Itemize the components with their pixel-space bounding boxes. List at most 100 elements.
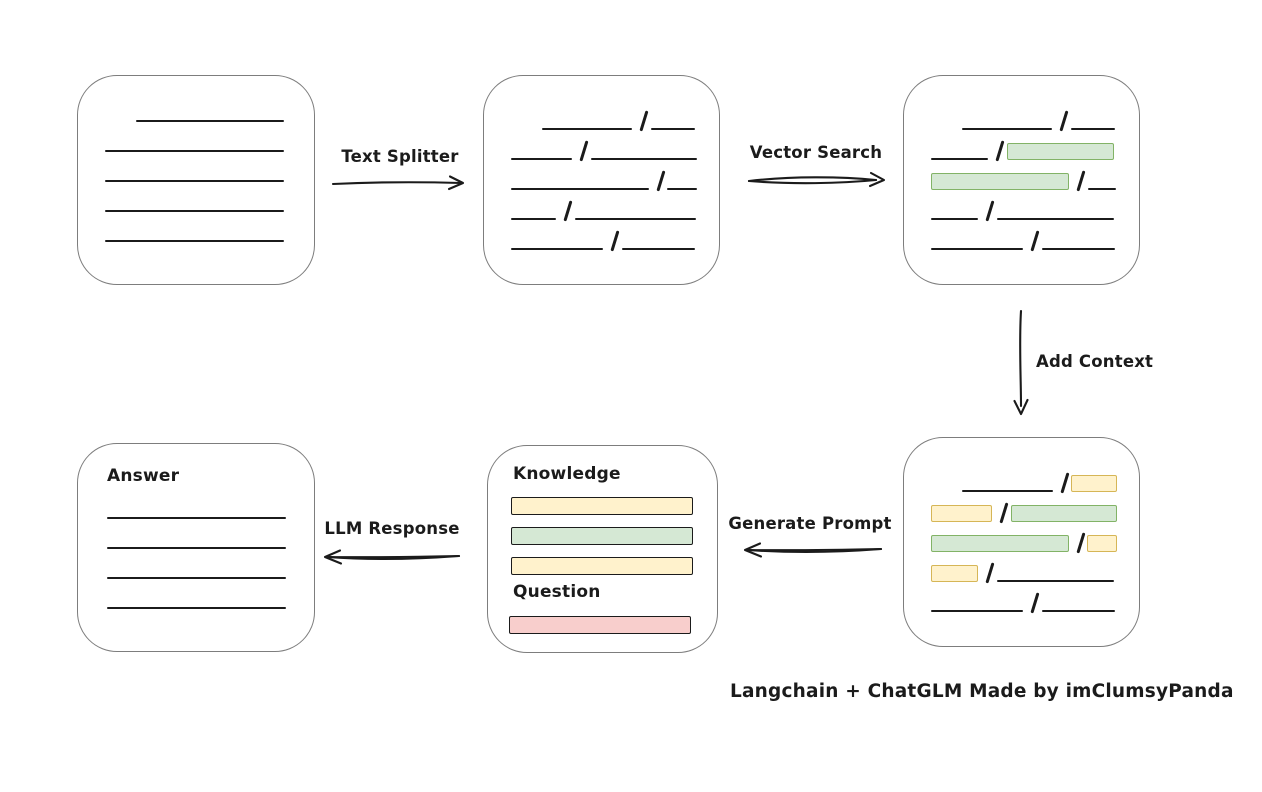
text-line bbox=[1041, 248, 1115, 250]
vector-search-arrow bbox=[747, 171, 886, 188]
text-splitter-arrow bbox=[331, 175, 465, 191]
knowledge-heading: Knowledge bbox=[513, 464, 621, 484]
prompt-box: Knowledge Question bbox=[487, 445, 718, 653]
question-heading: Question bbox=[513, 582, 601, 602]
text-line bbox=[1070, 128, 1115, 130]
yellow-knowledge-bar bbox=[511, 557, 693, 575]
generate-prompt-label: Generate Prompt bbox=[728, 514, 892, 533]
chunk-row bbox=[511, 100, 697, 132]
text-line bbox=[107, 577, 286, 579]
chunk-row bbox=[931, 190, 1117, 222]
green-highlight-bar bbox=[1010, 505, 1117, 522]
chunk-row bbox=[931, 462, 1117, 494]
chunk-row bbox=[105, 152, 292, 182]
text-line bbox=[996, 218, 1114, 220]
question-highlight-bar bbox=[509, 616, 691, 634]
text-line bbox=[105, 180, 284, 182]
chunk-row bbox=[107, 579, 292, 609]
text-line bbox=[996, 580, 1114, 582]
chunk-lines bbox=[511, 100, 697, 252]
text-line bbox=[574, 218, 696, 220]
text-line bbox=[931, 610, 1023, 612]
slash-separator bbox=[563, 200, 573, 222]
slash-separator bbox=[656, 170, 665, 192]
slash-separator bbox=[1059, 110, 1069, 132]
text-line bbox=[511, 158, 572, 160]
chunk-row bbox=[931, 552, 1117, 584]
slash-separator bbox=[985, 200, 995, 222]
llm-response-label: LLM Response bbox=[324, 519, 460, 538]
chunk-row bbox=[105, 122, 292, 152]
yellow-highlight-bar bbox=[1087, 535, 1117, 552]
text-line bbox=[107, 607, 286, 609]
text-line bbox=[105, 210, 284, 212]
text-line bbox=[650, 128, 695, 130]
context-chunks-box bbox=[903, 437, 1140, 647]
green-knowledge-bar bbox=[511, 527, 693, 545]
vector-search-results-box bbox=[903, 75, 1140, 285]
add-context-arrow bbox=[1013, 309, 1029, 416]
slash-separator bbox=[610, 230, 620, 252]
chunk-row bbox=[511, 160, 697, 192]
text-line bbox=[931, 158, 988, 160]
slash-separator bbox=[1076, 170, 1086, 192]
chunk-row bbox=[931, 130, 1117, 162]
chunk-row bbox=[105, 212, 292, 242]
search-result-lines bbox=[931, 100, 1117, 252]
chunk-row bbox=[511, 130, 697, 162]
yellow-knowledge-bar bbox=[511, 497, 693, 515]
vector-search-label: Vector Search bbox=[749, 143, 883, 162]
chunk-row bbox=[931, 582, 1117, 614]
chunk-row bbox=[931, 100, 1117, 132]
document-lines bbox=[105, 92, 292, 242]
text-line bbox=[962, 128, 1052, 130]
chunk-row bbox=[107, 549, 292, 579]
chunk-row bbox=[105, 182, 292, 212]
context-lines bbox=[931, 462, 1117, 614]
text-line bbox=[931, 218, 978, 220]
text-line bbox=[107, 547, 286, 549]
yellow-highlight-bar bbox=[931, 565, 978, 582]
source-document-box bbox=[77, 75, 315, 285]
text-line bbox=[542, 128, 632, 130]
answer-heading: Answer bbox=[107, 466, 180, 486]
add-context-label: Add Context bbox=[1036, 352, 1154, 371]
split-chunks-box bbox=[483, 75, 720, 285]
chunk-row bbox=[931, 492, 1117, 524]
text-line bbox=[667, 188, 697, 190]
credit-caption: Langchain + ChatGLM Made by imClumsyPand… bbox=[730, 681, 1234, 702]
slash-separator bbox=[1030, 592, 1040, 614]
text-line bbox=[590, 158, 697, 160]
green-highlight-bar bbox=[1006, 143, 1114, 160]
generate-prompt-arrow bbox=[743, 542, 883, 558]
slash-separator bbox=[1030, 230, 1040, 252]
slash-separator bbox=[639, 110, 649, 132]
chunk-row bbox=[105, 92, 292, 122]
text-splitter-label: Text Splitter bbox=[341, 147, 459, 166]
slash-separator bbox=[1075, 532, 1085, 554]
text-line bbox=[1041, 610, 1115, 612]
chunk-row bbox=[931, 160, 1117, 192]
text-line bbox=[136, 120, 284, 122]
llm-response-arrow bbox=[323, 549, 461, 565]
yellow-highlight-bar bbox=[1071, 475, 1117, 492]
text-line bbox=[1087, 188, 1116, 190]
text-line bbox=[621, 248, 695, 250]
text-line bbox=[511, 188, 649, 190]
chunk-row bbox=[931, 522, 1117, 554]
text-line bbox=[511, 248, 603, 250]
green-highlight-bar bbox=[931, 173, 1069, 190]
text-line bbox=[105, 240, 284, 242]
chunk-row bbox=[107, 489, 292, 519]
text-line bbox=[107, 517, 286, 519]
text-line bbox=[511, 218, 556, 220]
text-line bbox=[962, 490, 1053, 492]
text-line bbox=[105, 150, 284, 152]
slash-separator bbox=[999, 502, 1009, 524]
text-line bbox=[931, 248, 1023, 250]
chunk-row bbox=[511, 190, 697, 222]
chunk-row bbox=[931, 220, 1117, 252]
slash-separator bbox=[985, 562, 995, 584]
slash-separator bbox=[579, 140, 589, 162]
